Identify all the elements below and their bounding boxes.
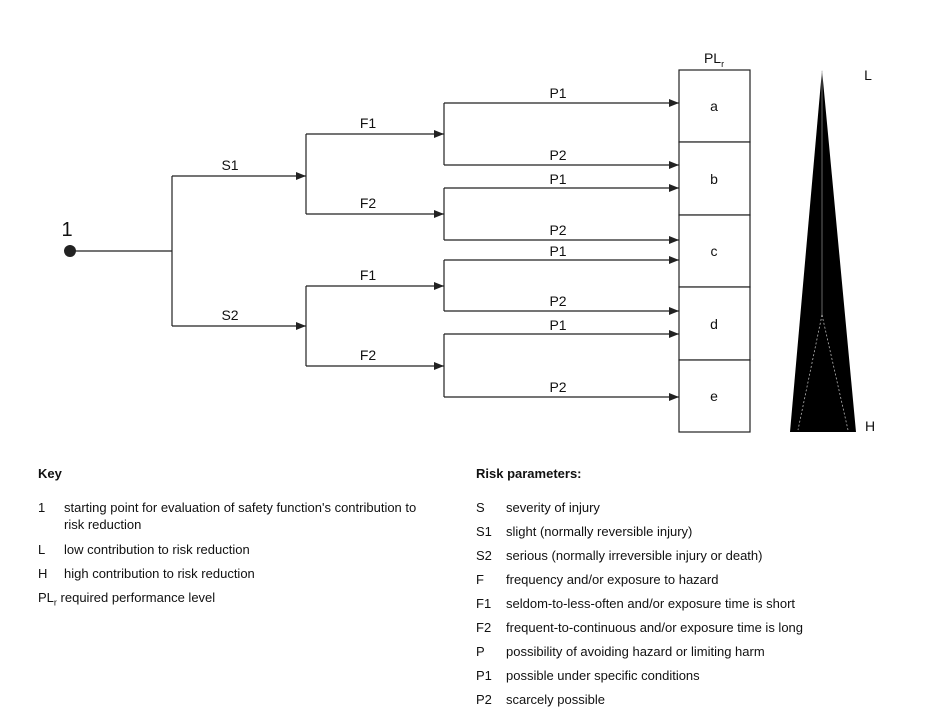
risk-text: severity of injury: [506, 500, 600, 515]
f1-label-s1: F1: [360, 115, 377, 131]
f2-label-s1: F2: [360, 195, 377, 211]
key-text: starting point for evaluation of safety …: [64, 500, 417, 532]
risk-graph: 1 S1 S2 F1 F2 F1 F2 P1 P2 P1 P2 P1 P2 P1…: [61, 50, 875, 434]
risk-item: F1 seldom-to-less-often and/or exposure t…: [476, 592, 916, 616]
p1-label-4: P1: [549, 317, 566, 333]
risk-symbol: F: [476, 572, 484, 587]
p1-label-1: P1: [549, 85, 566, 101]
risk-symbol: P2: [476, 692, 492, 707]
level-e-box: [678, 359, 751, 433]
p1-label-2: P1: [549, 171, 566, 187]
scale-high-label: H: [865, 418, 875, 434]
plr-header: PLr: [704, 50, 724, 69]
risk-scale-wedge: [790, 70, 856, 432]
key-section: Key 1 starting point for evaluation of s…: [38, 462, 418, 615]
key-symbol: L: [38, 542, 46, 557]
risk-text: possibility of avoiding hazard or limiti…: [506, 644, 765, 659]
risk-item: F2 frequent-to-continuous and/or exposure…: [476, 616, 916, 640]
risk-symbol: P1: [476, 668, 492, 683]
risk-symbol: S2: [476, 548, 492, 563]
start-point-label: 1: [61, 219, 72, 241]
key-text: high contribution to risk reduction: [64, 566, 255, 581]
risk-text: slight (normally reversible injury): [506, 524, 693, 539]
risk-text: seldom-to-less-often and/or exposure tim…: [506, 596, 796, 611]
risk-text: frequency and/or exposure to hazard: [506, 572, 719, 587]
risk-parameters-title: Risk parameters:: [476, 466, 582, 481]
risk-symbol: S1: [476, 524, 492, 539]
risk-item: S2 serious (normally irreversible injury …: [476, 544, 916, 568]
level-b-box: [678, 141, 751, 216]
key-item: 1 starting point for evaluation of safet…: [38, 496, 418, 533]
p2-label-3: P2: [549, 293, 566, 309]
scale-low-label: L: [864, 67, 872, 83]
level-d-label: d: [710, 316, 718, 332]
p2-label-4: P2: [549, 379, 566, 395]
key-text: low contribution to risk reduction: [64, 542, 250, 557]
level-a-label: a: [710, 98, 718, 114]
s1-label: S1: [221, 157, 238, 173]
level-b-label: b: [710, 171, 718, 187]
risk-item: S1 slight (normally reversible injury): [476, 520, 916, 544]
risk-text: serious (normally irreversible injury or…: [506, 548, 763, 563]
risk-item: P1 possible under specific conditions: [476, 664, 916, 688]
s2-label: S2: [221, 307, 238, 323]
key-symbol: 1: [38, 500, 46, 515]
p2-label-2: P2: [549, 222, 566, 238]
key-title: Key: [38, 466, 62, 481]
risk-text: frequent-to-continuous and/or exposure t…: [506, 620, 804, 635]
p1-label-3: P1: [549, 243, 566, 259]
level-c-label: c: [711, 243, 718, 259]
p2-label-1: P2: [549, 147, 566, 163]
risk-item: P2 scarcely possible: [476, 688, 916, 712]
key-plr-text: required performance level: [60, 590, 216, 605]
key-item: H high contribution to risk reduction: [38, 562, 418, 586]
risk-text: scarcely possible: [506, 692, 605, 707]
f1-label-s2: F1: [360, 267, 377, 283]
wedge-split-left: [797, 314, 823, 431]
risk-text: possible under specific conditions: [506, 668, 700, 683]
key-plr-symbol: PLr: [38, 590, 57, 608]
risk-symbol: P: [476, 644, 485, 659]
key-item: L low contribution to risk reduction: [38, 538, 418, 562]
risk-symbol: F2: [476, 620, 492, 635]
f2-label-s2: F2: [360, 347, 377, 363]
risk-symbol: F1: [476, 596, 492, 611]
level-a-box: [678, 69, 751, 143]
key-item-plr: PLr required performance level: [38, 586, 418, 615]
key-symbol: H: [38, 566, 48, 581]
level-e-label: e: [710, 388, 718, 404]
risk-symbol: S: [476, 500, 485, 515]
